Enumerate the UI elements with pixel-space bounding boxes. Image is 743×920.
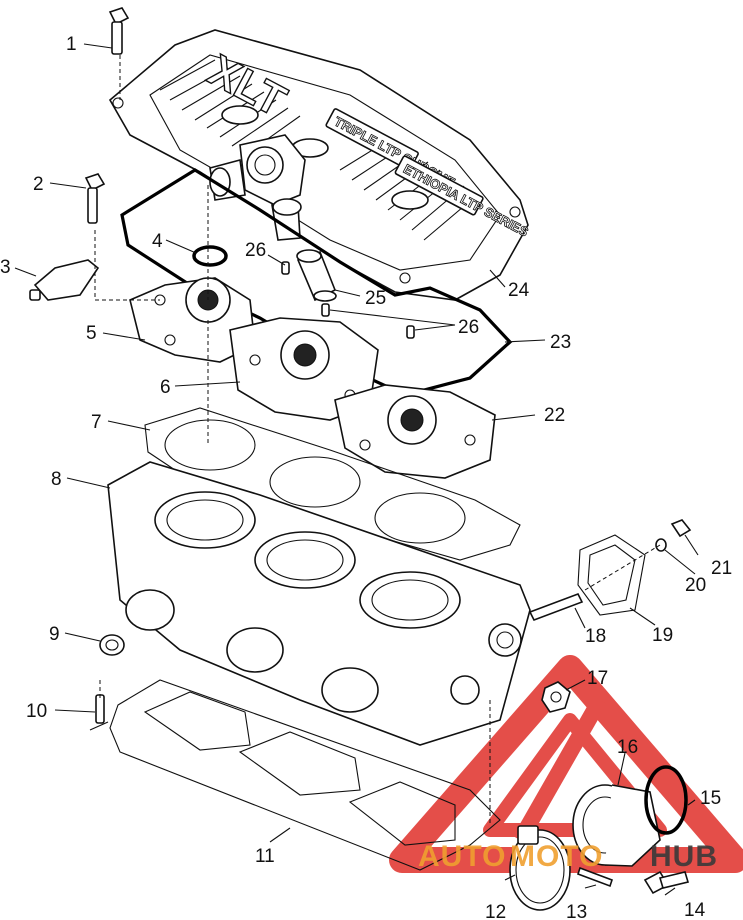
part-15-o-ring: [644, 765, 688, 835]
part-8-cylinder-block: [107, 461, 531, 746]
callout-19: 19: [652, 625, 673, 646]
callout-5: 5: [86, 323, 97, 344]
callout-12: 12: [485, 902, 506, 920]
callout-26-lower: 26: [458, 317, 479, 338]
callout-24: 24: [508, 280, 530, 301]
callout-21: 21: [711, 558, 732, 579]
part-22-head-cover-right: [334, 384, 496, 479]
callout-6: 6: [160, 377, 171, 398]
callout-26-upper: 26: [245, 240, 266, 261]
part-9-plug: [99, 634, 125, 656]
callout-2: 2: [33, 174, 44, 195]
callout-9: 9: [49, 624, 60, 645]
part-12-clamp: [509, 825, 571, 911]
callout-8: 8: [51, 469, 62, 490]
callout-11: 11: [255, 846, 275, 867]
watermark-text-auto: AUTO: [418, 840, 506, 873]
callout-labels: 1 2 3 4 5 6 7 8 9 10 11 12 13 14 15 16 1…: [0, 34, 732, 920]
part-1-bolt: [108, 7, 130, 55]
part-2-bolt: [84, 173, 106, 224]
watermark-slash: [513, 696, 607, 844]
part-19-flange-gasket: [577, 534, 646, 616]
callout-14: 14: [684, 900, 706, 920]
callout-18: 18: [585, 626, 606, 647]
part-11-base-gasket: [109, 679, 501, 871]
watermark-wordmark: AUTO MOTO HUB: [418, 840, 718, 873]
watermark-text-moto: MOTO: [510, 840, 603, 873]
callout-13: 13: [566, 902, 587, 920]
part-18-stud: [528, 592, 584, 622]
leader-lines: [14, 43, 699, 896]
callout-3: 3: [0, 257, 11, 278]
callout-16: 16: [617, 737, 638, 758]
callout-20: 20: [685, 575, 706, 596]
part-7-head-gasket: [144, 407, 521, 561]
callout-23: 23: [550, 332, 571, 353]
part-14-bolt: [643, 870, 690, 895]
alignment-line-6: [584, 544, 661, 591]
part-3-temperature-sensor: [29, 259, 100, 301]
callout-17: 17: [587, 668, 608, 689]
part-25-hose: [296, 249, 337, 302]
callout-15: 15: [700, 788, 721, 809]
part-13-screw: [576, 866, 614, 888]
callout-25: 25: [365, 288, 386, 309]
callout-22: 22: [544, 405, 565, 426]
part-21-nut: [670, 519, 692, 538]
part-20-washer: [655, 538, 667, 552]
part-10-fitting: [89, 694, 109, 731]
callout-1: 1: [66, 34, 77, 55]
part-23-cover-seal: [120, 168, 513, 397]
watermark-text-hub: HUB: [650, 840, 718, 873]
part-26-dowel-pins: [281, 261, 415, 339]
part-4-seal-ring: [192, 245, 228, 267]
callout-7: 7: [91, 412, 102, 433]
alignment-line-2: [94, 230, 160, 301]
part-24-cylinder-cover: XLT TRIPLE LTP CHROME ETHIOPIA LTP SERIE…: [108, 29, 532, 301]
callout-10: 10: [26, 701, 47, 722]
callout-4: 4: [152, 231, 163, 252]
part-17-nut: [541, 681, 571, 713]
